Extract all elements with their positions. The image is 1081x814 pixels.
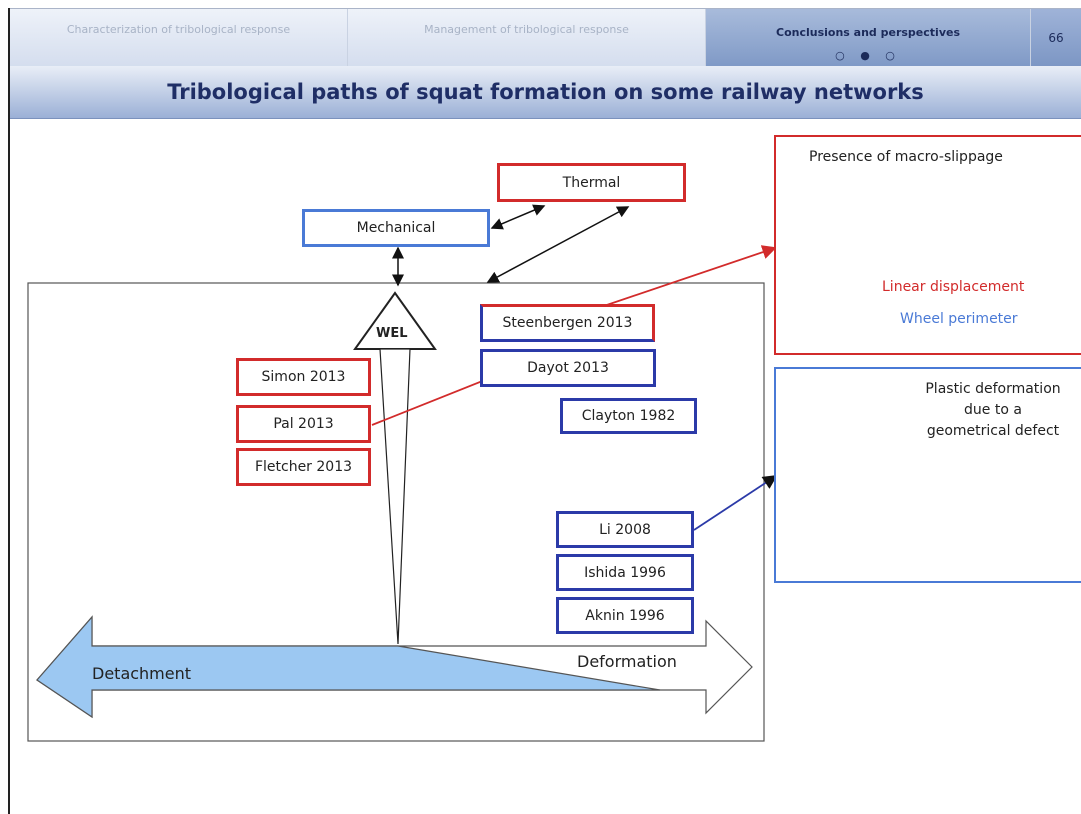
detachment-label: Detachment <box>92 664 192 683</box>
plastic-text-1: Plastic deformation <box>925 381 1061 397</box>
tab-label: Management of tribological response <box>424 23 629 36</box>
title-bar: Tribological paths of squat formation on… <box>10 66 1081 119</box>
linear-displacement-label: Linear displacement <box>882 279 1025 295</box>
ref-li: Li 2008 <box>556 511 694 548</box>
mechanical-label: Mechanical <box>356 220 436 236</box>
tab-label: Characterization of tribological respons… <box>66 23 291 36</box>
tab-management[interactable]: Management of tribological response <box>348 9 706 67</box>
plastic-deformation-panel: Plastic deformation due to a geometrical… <box>774 367 1081 583</box>
mech-thermal-arrow <box>490 204 546 230</box>
li-connector <box>693 475 778 531</box>
steenbergen-connector <box>591 245 777 311</box>
ref-steenbergen: Steenbergen 2013 <box>480 304 655 342</box>
ref-simon: Simon 2013 <box>236 358 371 396</box>
ref-pal-label: Pal 2013 <box>273 416 334 432</box>
ref-pal: Pal 2013 <box>236 405 371 443</box>
ref-aknin-label: Aknin 1996 <box>585 607 665 624</box>
ref-dayot-label: Dayot 2013 <box>527 360 609 376</box>
macro-slippage-title: Presence of macro-slippage <box>809 149 1003 165</box>
progress-dots: ○ ● ○ <box>835 49 901 62</box>
slide-left-border <box>8 8 10 814</box>
ref-steenbergen-label: Steenbergen 2013 <box>502 315 633 331</box>
ref-clayton: Clayton 1982 <box>560 398 697 434</box>
plastic-text-3: geometrical defect <box>926 423 1060 439</box>
ref-clayton-label: Clayton 1982 <box>581 408 676 424</box>
slide-title: Tribological paths of squat formation on… <box>167 80 924 104</box>
tab-characterization[interactable]: Characterization of tribological respons… <box>10 9 348 67</box>
tab-label: Conclusions and perspectives <box>776 26 960 39</box>
wheel-perimeter-label: Wheel perimeter <box>900 311 1018 327</box>
ref-ishida: Ishida 1996 <box>556 554 694 591</box>
deformation-label: Deformation <box>577 652 677 671</box>
page-number: 66 <box>1031 9 1081 67</box>
plastic-text-2: due to a <box>964 402 1022 418</box>
ref-dayot: Dayot 2013 <box>480 349 656 387</box>
wel-spike <box>379 348 411 645</box>
thermal-box: Thermal <box>497 163 686 202</box>
section-nav: Characterization of tribological respons… <box>10 8 1081 67</box>
ref-ishida-label: Ishida 1996 <box>584 564 666 581</box>
tab-conclusions[interactable]: Conclusions and perspectives ○ ● ○ <box>706 9 1031 67</box>
mechanical-box: Mechanical <box>302 209 490 247</box>
pal-connector <box>371 373 501 426</box>
ref-fletcher-label: Fletcher 2013 <box>254 459 353 475</box>
macro-slippage-panel: Presence of macro-slippage Linear displa… <box>774 135 1081 355</box>
ref-fletcher: Fletcher 2013 <box>236 448 371 486</box>
detachment-arrow <box>36 615 661 719</box>
ref-aknin: Aknin 1996 <box>556 597 694 634</box>
ref-li-label: Li 2008 <box>599 521 651 538</box>
thermal-frame-arrow <box>486 206 630 283</box>
thermal-label: Thermal <box>562 174 621 191</box>
wel-label: WEL <box>376 326 408 341</box>
ref-simon-label: Simon 2013 <box>261 369 346 385</box>
